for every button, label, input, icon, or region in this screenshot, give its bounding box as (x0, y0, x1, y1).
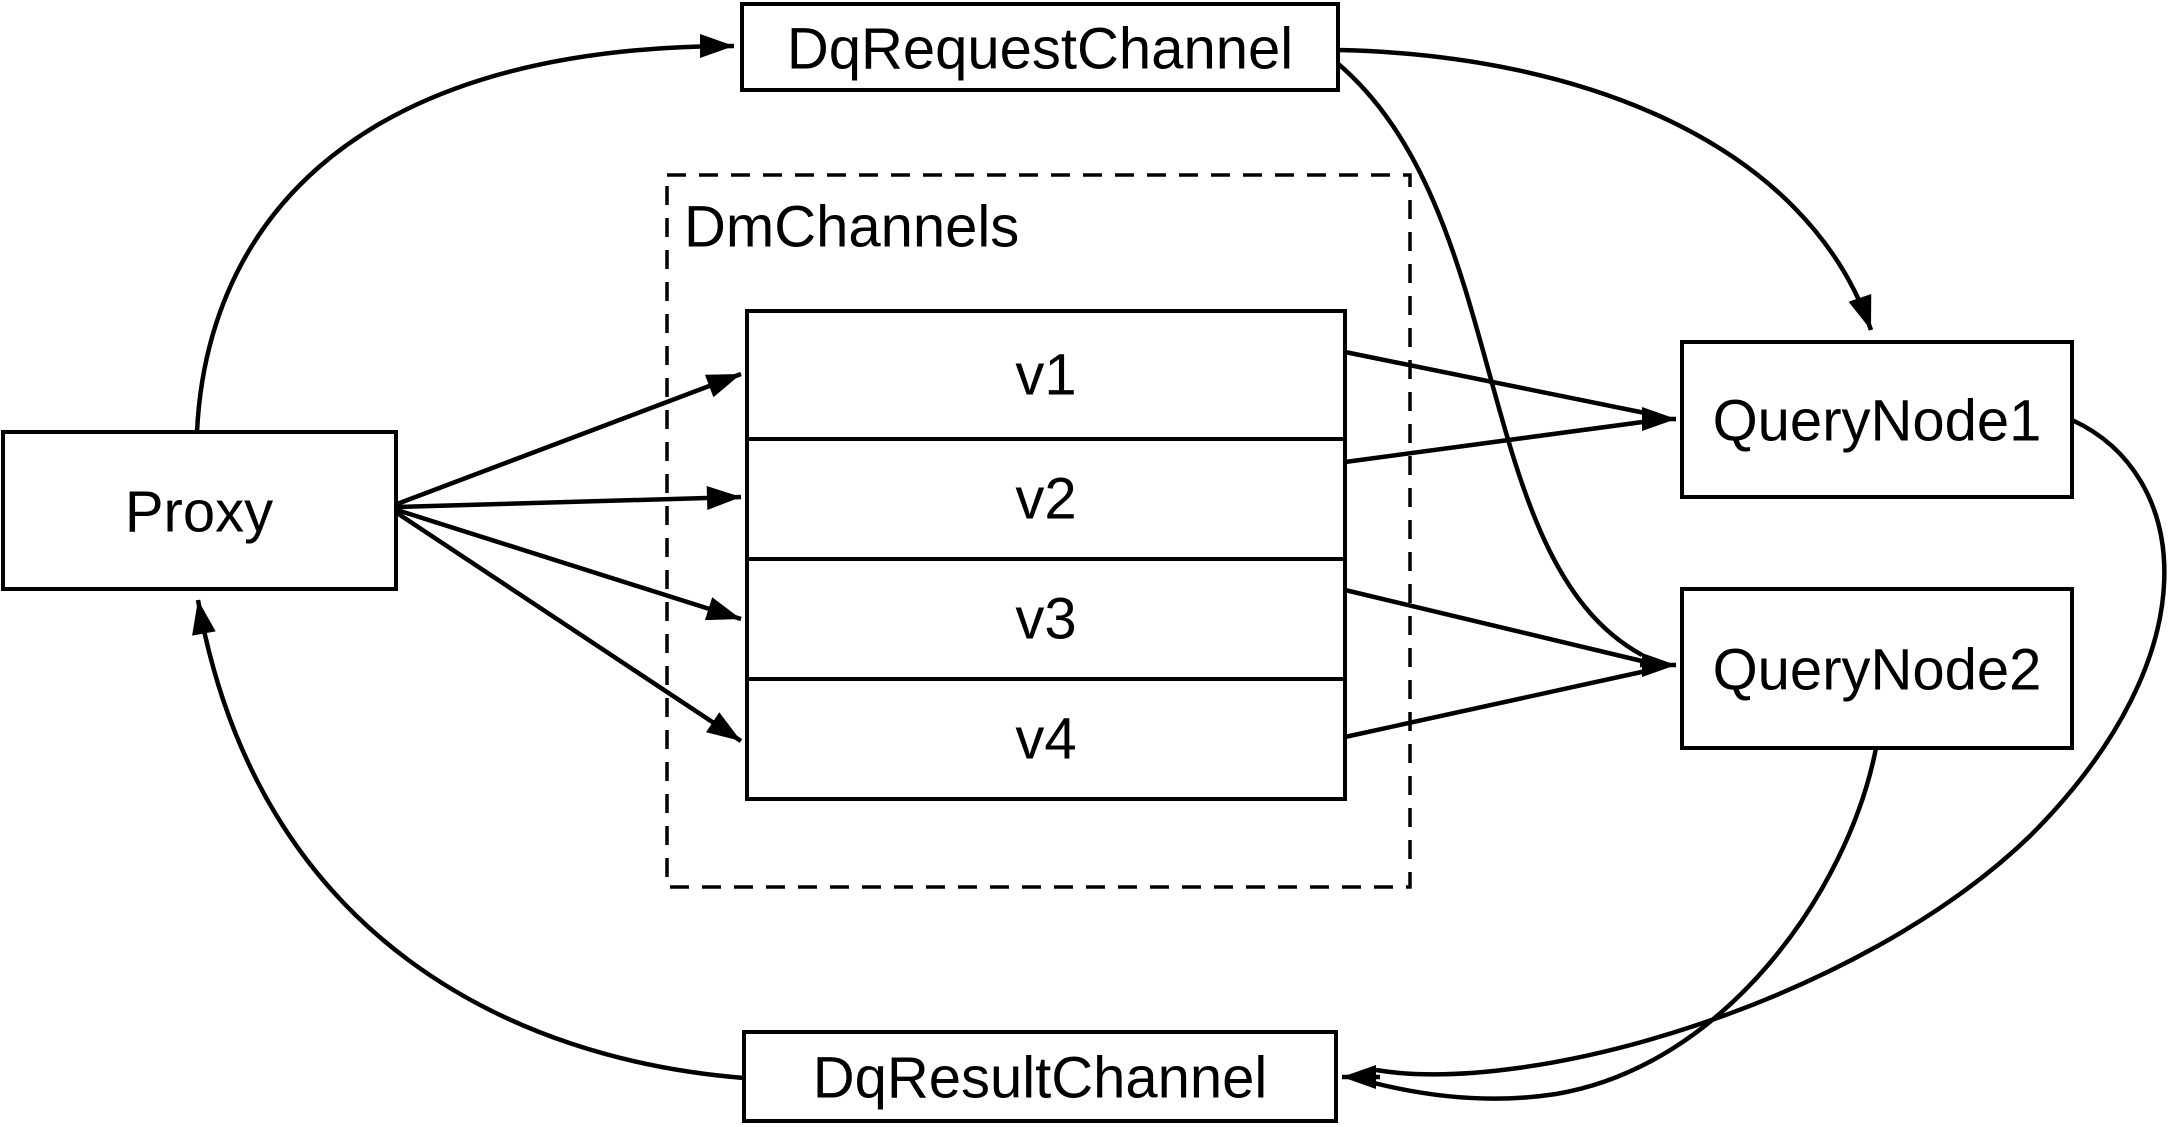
node-querynode2: QueryNode2 (1680, 587, 2074, 750)
querynode1-box (1680, 340, 2074, 499)
edge-dqresultchannel-to-proxy (192, 599, 745, 1081)
proxy-box (1, 430, 398, 591)
proxy-label: Proxy (125, 480, 273, 545)
node-dqrequestchannel: DqRequestChannel (740, 2, 1340, 92)
dqresultchannel-label: DqResultChannel (813, 1046, 1268, 1111)
edge-dqrequestchannel-to-querynode2 (1334, 60, 1644, 657)
edge-proxy-to-dqrequestchannel (194, 34, 735, 433)
node-querynode1: QueryNode1 (1680, 340, 2074, 499)
channel-v2-label: v2 (1015, 467, 1076, 532)
node-dqresultchannel: DqResultChannel (742, 1030, 1338, 1123)
edge-v2-to-querynode1 (1344, 418, 1651, 465)
channel-v3-label: v3 (1015, 587, 1076, 652)
dqrequestchannel-box (740, 2, 1340, 92)
edge-v1-to-querynode1 (1344, 349, 1651, 417)
edge-querynode1-to-dqresultchannel (1375, 417, 2167, 1077)
querynode2-label: QueryNode2 (1713, 638, 2042, 703)
querynode2-box (1680, 587, 2074, 750)
dmchannels-label: DmChannels (684, 195, 1019, 260)
edge-proxy-to-v2 (396, 485, 742, 510)
edge-dqrequestchannel-to-querynode1 (1337, 47, 1874, 331)
edge-proxy-to-v3 (396, 507, 742, 622)
dqrequestchannel-label: DqRequestChannel (787, 17, 1293, 82)
dqresultchannel-box (742, 1030, 1338, 1123)
dmchannels-dashed-box (665, 173, 1412, 889)
edge-v3-to-querynode2 (1344, 587, 1647, 665)
channel-v1-label: v1 (1015, 343, 1076, 408)
edges (192, 34, 2167, 1101)
channel-stack-box (745, 309, 1347, 801)
node-proxy: Proxy (1, 430, 398, 591)
querynode1-label: QueryNode1 (1713, 389, 2042, 454)
channel-v4-label: v4 (1015, 707, 1076, 772)
dmchannels-group: DmChannels v1 v2 v3 v4 (665, 173, 1412, 889)
edge-proxy-to-v1 (396, 371, 742, 507)
edge-proxy-to-v4 (395, 511, 743, 743)
edge-querynode2-to-dqresultchannel (1373, 747, 1879, 1101)
edge-v4-to-querynode2 (1344, 668, 1647, 740)
